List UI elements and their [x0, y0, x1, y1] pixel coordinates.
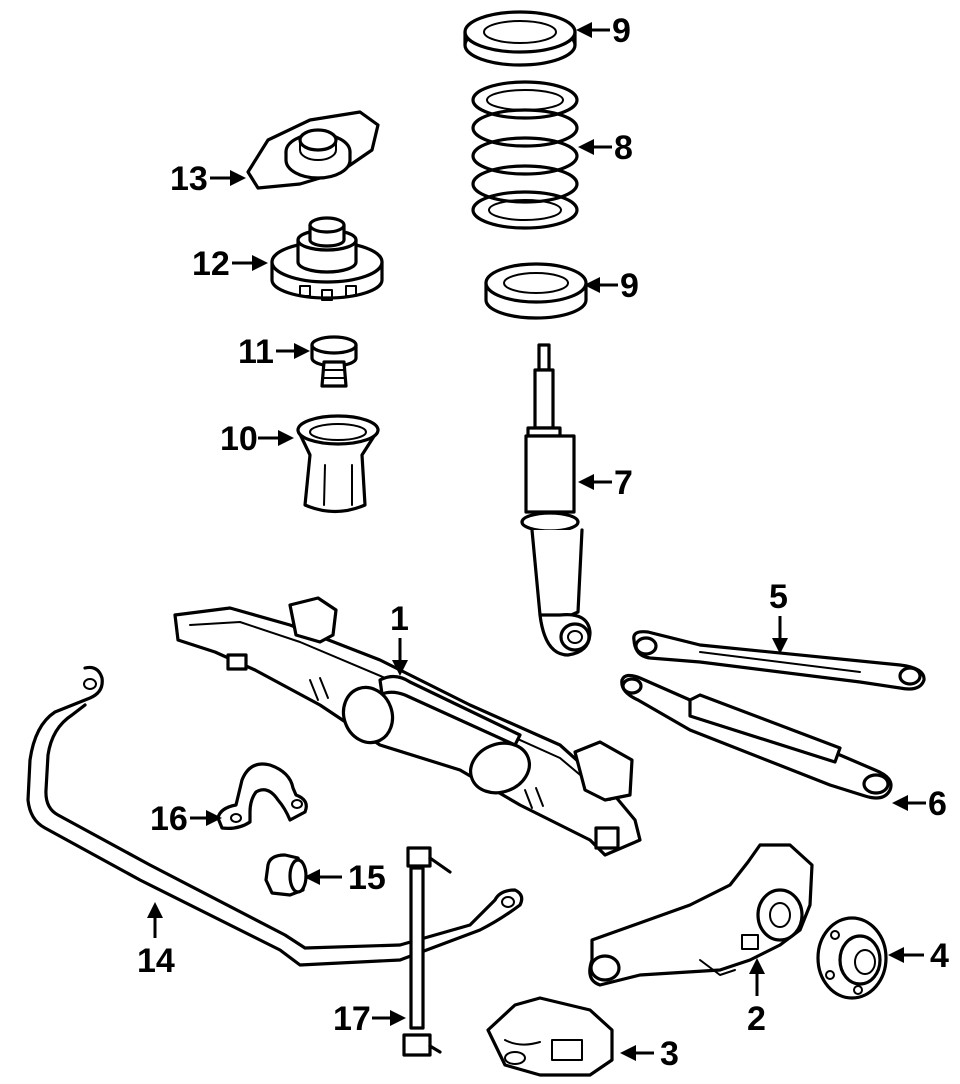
callout-label-9-lower: 9 — [620, 267, 639, 305]
callout-11: 11 — [238, 333, 310, 371]
coil-spring — [471, 80, 579, 230]
callout-label-16: 16 — [150, 800, 188, 838]
upper-control-link — [632, 630, 926, 691]
lower-control-arm — [620, 673, 893, 800]
lower-spring-seat — [484, 262, 588, 320]
callout-label-10: 10 — [220, 420, 258, 458]
callout-2: 2 — [747, 958, 766, 1038]
callout-8: 8 — [578, 129, 633, 167]
callout-label-2: 2 — [747, 1000, 766, 1038]
bolt — [310, 335, 358, 388]
callout-5: 5 — [769, 578, 788, 654]
callout-12: 12 — [192, 245, 268, 283]
callout-13: 13 — [170, 160, 246, 198]
upper-mount — [246, 110, 380, 190]
callout-4: 4 — [888, 937, 949, 975]
rear-knuckle-arm — [588, 843, 814, 987]
stabilizer-link — [402, 846, 452, 1057]
callout-7: 7 — [578, 464, 633, 502]
callout-15: 15 — [304, 859, 386, 897]
callout-label-7: 7 — [614, 464, 633, 502]
callout-label-8: 8 — [614, 129, 633, 167]
callout-14: 14 — [137, 902, 175, 980]
callout-6: 6 — [892, 785, 947, 823]
bump-stop — [296, 414, 380, 514]
callout-label-11: 11 — [238, 333, 274, 371]
shock-absorber — [520, 343, 592, 657]
bar-bushing — [264, 853, 308, 897]
callout-9-upper: 9 — [576, 12, 631, 50]
callout-17: 17 — [333, 1000, 406, 1038]
callout-3: 3 — [620, 1035, 679, 1073]
callout-label-3: 3 — [660, 1035, 679, 1073]
callout-16: 16 — [150, 800, 222, 838]
mounting-bracket — [486, 996, 614, 1077]
callout-label-15: 15 — [348, 859, 386, 897]
callout-label-9-upper: 9 — [612, 12, 631, 50]
callout-label-13: 13 — [170, 160, 208, 198]
callout-10: 10 — [220, 420, 294, 458]
upper-spring-seat — [463, 10, 577, 67]
stabilizer-bar — [26, 665, 524, 967]
callout-label-6: 6 — [928, 785, 947, 823]
callout-1: 1 — [390, 600, 409, 676]
callout-label-12: 12 — [192, 245, 230, 283]
wheel-hub — [816, 916, 888, 1000]
callout-9-lower: 9 — [584, 267, 639, 305]
callout-label-5: 5 — [769, 578, 788, 616]
callout-label-1: 1 — [390, 600, 409, 638]
mount-bushing — [270, 216, 384, 301]
rear-crossmember — [173, 596, 642, 857]
callout-label-14: 14 — [137, 942, 175, 980]
callout-label-4: 4 — [930, 937, 949, 975]
callout-label-17: 17 — [333, 1000, 371, 1038]
bar-clamp — [216, 762, 308, 830]
